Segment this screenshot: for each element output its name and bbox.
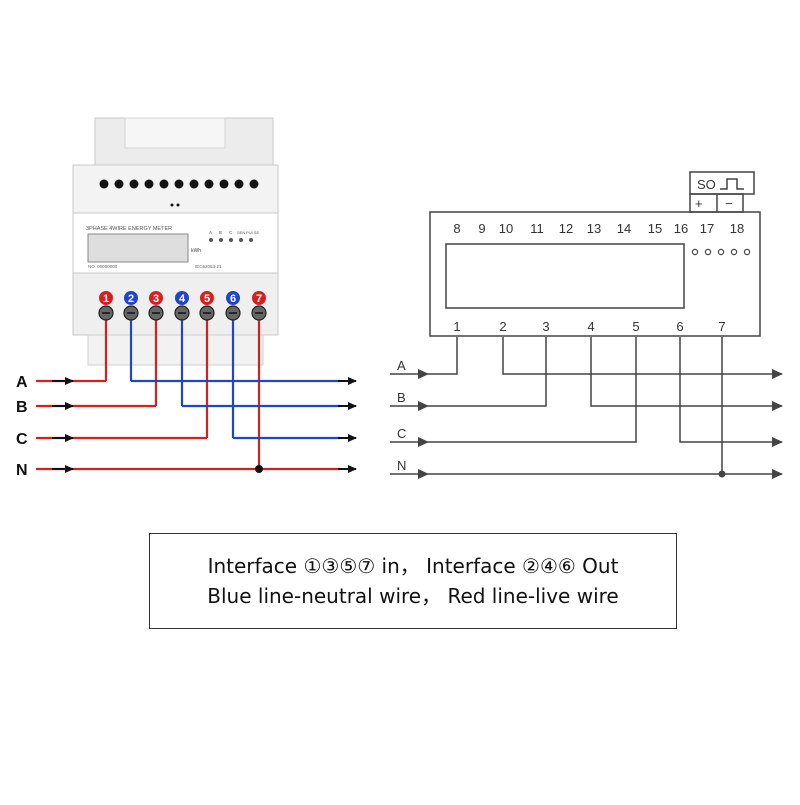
schematic-out-wire-4 bbox=[590, 337, 783, 411]
led-label-sen: SEN bbox=[237, 230, 245, 235]
top-terminal-10: 10 bbox=[499, 221, 513, 236]
status-led-5 bbox=[743, 248, 751, 256]
schematic-phase-label-a: A bbox=[397, 358, 406, 373]
schematic-phase-label-c: C bbox=[397, 426, 406, 441]
led-label-pulse: PULSE bbox=[246, 230, 259, 235]
standard-label: IEC62053-21 bbox=[195, 264, 222, 269]
terminal-7: 7 bbox=[251, 291, 267, 321]
top-terminal-12: 12 bbox=[559, 221, 573, 236]
bottom-terminal-6: 6 bbox=[676, 319, 683, 334]
top-terminal-11: 11 bbox=[530, 221, 544, 236]
bottom-terminal-3: 3 bbox=[542, 319, 549, 334]
note-box: Interface ①③⑤⑦ in， Interface ②④⑥ Out Blu… bbox=[149, 533, 677, 629]
schematic-bottom-terminals: 1 2 3 4 5 6 7 bbox=[453, 319, 725, 334]
so-minus: − bbox=[725, 196, 733, 211]
so-label: SO bbox=[697, 177, 716, 192]
terminal-number-4: 4 bbox=[179, 293, 186, 305]
terminal-number-6: 6 bbox=[230, 293, 236, 305]
bottom-terminal-7: 7 bbox=[718, 319, 725, 334]
top-terminal-15: 15 bbox=[648, 221, 662, 236]
left-phase-label-n: N bbox=[16, 462, 28, 479]
schematic-neutral-dot bbox=[718, 470, 726, 478]
schematic-in-wire-1 bbox=[428, 337, 458, 375]
schematic-display bbox=[445, 243, 685, 309]
terminal-3: 3 bbox=[148, 291, 164, 321]
serial-number: NO. 00000000 bbox=[88, 264, 118, 269]
led-label-b: B bbox=[219, 230, 222, 235]
bottom-terminal-5: 5 bbox=[632, 319, 639, 334]
bottom-terminal-1: 1 bbox=[453, 319, 460, 334]
status-led-3 bbox=[717, 248, 725, 256]
top-screw-row bbox=[99, 179, 259, 207]
kwh-unit: kWh bbox=[191, 248, 201, 254]
status-led-2 bbox=[704, 248, 712, 256]
pulse-icon bbox=[720, 178, 744, 190]
left-wiring-diagram bbox=[36, 318, 357, 473]
schematic-in-wire-5 bbox=[428, 337, 637, 443]
terminal-badge-1 bbox=[99, 291, 113, 305]
terminal-number-2: 2 bbox=[128, 293, 134, 305]
note-line-2: Blue line-neutral wire， Red line-live wi… bbox=[207, 584, 619, 608]
terminal-2: 2 bbox=[123, 291, 139, 321]
energy-meter-device: 3PHASE 4WIRE ENERGY METER kWh A B C SEN … bbox=[72, 117, 279, 366]
left-phase-label-b: B bbox=[16, 399, 28, 416]
indicator-leds bbox=[209, 238, 253, 242]
schematic-out-wire-2 bbox=[502, 337, 783, 379]
terminal-badge-3 bbox=[149, 291, 163, 305]
bottom-terminal-4: 4 bbox=[587, 319, 594, 334]
bottom-terminal-2: 2 bbox=[499, 319, 506, 334]
schematic-in-wire-3 bbox=[428, 337, 547, 407]
terminal-badge-5 bbox=[200, 291, 214, 305]
status-led-4 bbox=[730, 248, 738, 256]
terminal-1: 1 bbox=[98, 291, 114, 321]
meter-upper-body bbox=[72, 164, 279, 214]
note-line-1: Interface ①③⑤⑦ in， Interface ②④⑥ Out bbox=[207, 554, 619, 578]
terminal-badge-6 bbox=[226, 291, 240, 305]
led-label-c: C bbox=[229, 230, 233, 235]
terminal-4: 4 bbox=[174, 291, 190, 321]
schematic-phase-label-b: B bbox=[397, 390, 406, 405]
led-label-a: A bbox=[209, 230, 212, 235]
terminal-badge-4 bbox=[175, 291, 189, 305]
terminal-5: 5 bbox=[199, 291, 215, 321]
top-terminal-17: 17 bbox=[700, 221, 714, 236]
terminal-number-5: 5 bbox=[204, 293, 210, 305]
schematic-wiring: A B C N bbox=[390, 337, 783, 479]
top-terminal-8: 8 bbox=[453, 221, 460, 236]
schematic-diagram bbox=[429, 171, 761, 337]
top-terminal-18: 18 bbox=[730, 221, 744, 236]
so-plus: + bbox=[695, 196, 703, 211]
schematic-top-terminals: 8 9 10 11 12 13 14 15 16 17 18 bbox=[453, 221, 751, 256]
top-terminal-13: 13 bbox=[587, 221, 601, 236]
top-terminal-9: 9 bbox=[478, 221, 485, 236]
terminal-number-1: 1 bbox=[103, 293, 109, 305]
left-phase-label-a: A bbox=[16, 374, 28, 391]
terminal-badge-2 bbox=[124, 291, 138, 305]
panel-title: 3PHASE 4WIRE ENERGY METER bbox=[86, 226, 172, 232]
status-led-1 bbox=[691, 248, 699, 256]
left-phase-label-c: C bbox=[16, 431, 28, 448]
lcd-display bbox=[87, 233, 189, 263]
schematic-out-wire-6 bbox=[679, 337, 783, 447]
terminal-number-7: 7 bbox=[256, 293, 262, 305]
terminal-number-3: 3 bbox=[153, 293, 159, 305]
schematic-meter-box bbox=[429, 211, 761, 337]
top-terminal-14: 14 bbox=[617, 221, 631, 236]
top-terminal-16: 16 bbox=[674, 221, 688, 236]
terminal-badge-7 bbox=[252, 291, 266, 305]
schematic-phase-label-n: N bbox=[397, 458, 406, 473]
meter-terminals: 1 2 3 4 5 6 7 bbox=[98, 291, 267, 321]
neutral-junction-dot bbox=[255, 465, 263, 473]
terminal-6: 6 bbox=[225, 291, 241, 321]
